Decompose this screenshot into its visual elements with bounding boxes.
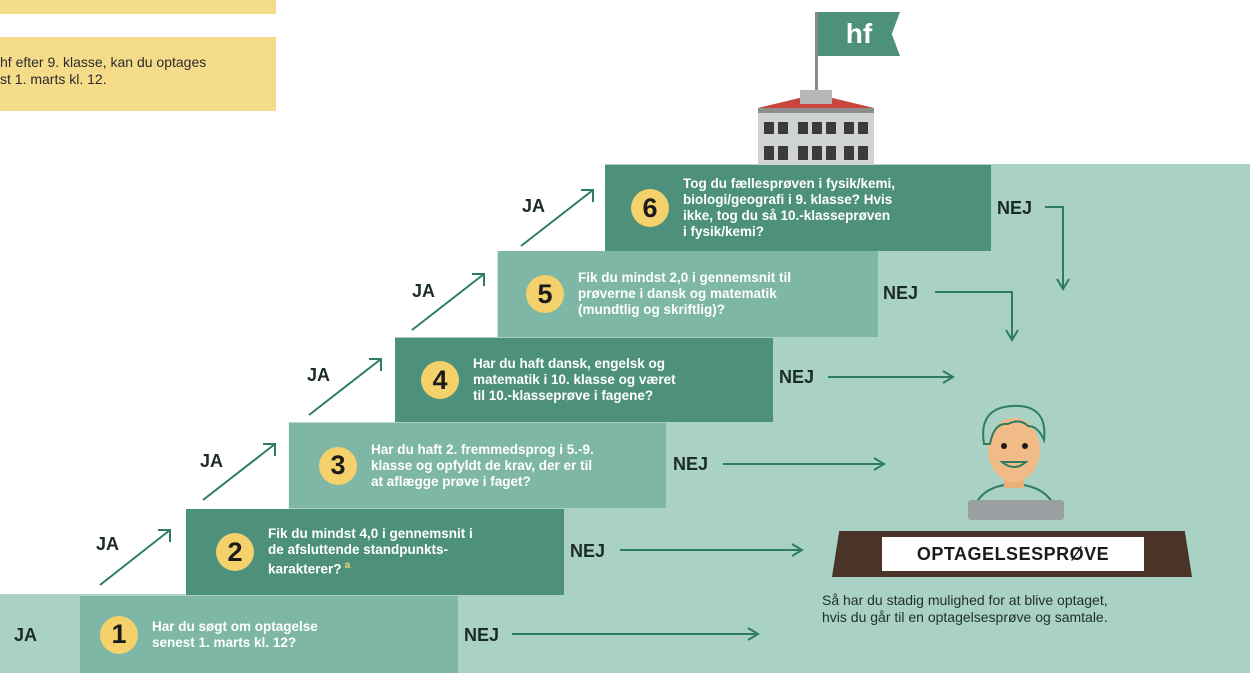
no-label-1: NEJ (464, 625, 500, 645)
footnote-marker: a (344, 560, 351, 572)
yes-label-6: JA (522, 196, 546, 216)
hf-flag: hf (818, 12, 900, 56)
step-question: Fik du mindst 2,0 i gennemsnit til prøve… (578, 270, 792, 317)
school-building-icon (758, 90, 874, 166)
outcome-label: OPTAGELSESPRØVE (882, 537, 1144, 571)
step-question-text: Fik du mindst 4,0 i gennemsnit i de afsl… (268, 526, 473, 577)
step-number: 4 (421, 361, 459, 399)
step-4: 4 Har du haft dansk, engelsk og matemati… (395, 338, 773, 422)
no-label-2: NEJ (570, 541, 606, 561)
no-label-4: NEJ (779, 367, 815, 387)
step-number: 3 (319, 446, 357, 485)
flag-label: hf (845, 18, 873, 49)
note-box-top (0, 0, 276, 14)
no-label-6: NEJ (997, 198, 1033, 218)
note-text: hf efter 9. klasse, kan du optages st 1.… (0, 54, 207, 87)
step-6: 6 Tog du fællesprøven i fysik/kemi, biol… (605, 165, 991, 251)
step-question: Har du haft dansk, engelsk og matematik … (473, 356, 676, 403)
step-number: 1 (100, 615, 138, 654)
note-box: hf efter 9. klasse, kan du optages st 1.… (0, 37, 276, 111)
step-question: Har du søgt om optagelse senest 1. marts… (152, 618, 318, 650)
flag-pole (815, 12, 818, 98)
step-number: 5 (526, 275, 564, 313)
yes-label-2: JA (96, 534, 120, 554)
step-5: 5 Fik du mindst 2,0 i gennemsnit til prø… (498, 251, 878, 337)
no-arrows (512, 206, 1070, 641)
yes-label-3: JA (200, 451, 224, 471)
step-3: 3 Har du haft 2. fremmedsprog i 5.-9. kl… (289, 423, 666, 508)
yes-arrows (99, 189, 594, 586)
step-1: 1 Har du søgt om optagelse senest 1. mar… (80, 596, 458, 673)
no-label-3: NEJ (673, 454, 709, 474)
outcome-description: Så har du stadig mulighed for at blive o… (822, 592, 1108, 625)
yes-label-1: JA (14, 625, 38, 645)
yes-label-4: JA (307, 365, 331, 385)
step-number: 2 (216, 533, 254, 571)
step-number: 6 (631, 189, 669, 227)
step-question: Har du haft 2. fremmedsprog i 5.-9. klas… (371, 441, 594, 489)
student-illustration (968, 404, 1064, 520)
step-question: Tog du fællesprøven i fysik/kemi, biolog… (683, 176, 896, 239)
step-2: 2 Fik du mindst 4,0 i gennemsnit i de af… (186, 509, 564, 595)
step-question: Fik du mindst 4,0 i gennemsnit i de afsl… (268, 526, 473, 578)
no-label-5: NEJ (883, 283, 919, 303)
yes-label-5: JA (412, 281, 436, 301)
